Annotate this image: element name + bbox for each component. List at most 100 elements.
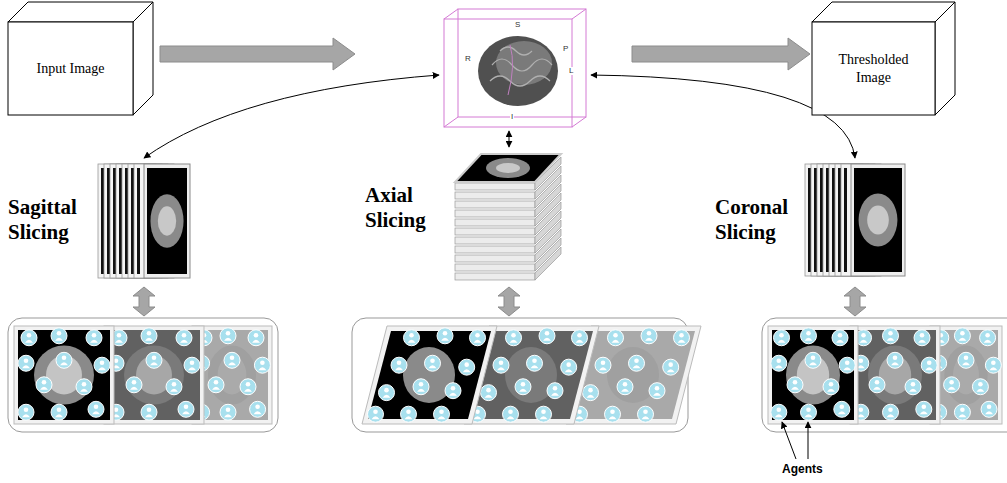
agent-circle xyxy=(561,359,577,375)
agent-body xyxy=(372,416,380,419)
agent-body xyxy=(775,365,783,368)
agent-icon xyxy=(914,330,930,346)
axis-letter: S xyxy=(514,21,521,29)
agent-circle xyxy=(220,328,236,344)
agent-head xyxy=(62,356,67,361)
agent-icon xyxy=(94,357,110,373)
agent-head xyxy=(985,333,990,338)
node-outline xyxy=(805,160,905,280)
agent-body xyxy=(836,340,844,343)
stack-label: Axial Slicing xyxy=(365,183,449,233)
agent-body xyxy=(791,387,799,390)
agent-body xyxy=(55,414,63,417)
agent-circle xyxy=(583,385,599,401)
agent-body xyxy=(633,365,641,368)
agent-head xyxy=(601,360,606,365)
agent-head xyxy=(541,409,546,414)
agent-head xyxy=(668,362,673,367)
agent-head xyxy=(373,409,378,414)
agent-body xyxy=(395,367,403,370)
slice-front xyxy=(144,164,190,278)
agent-body xyxy=(653,393,661,396)
agent-icon xyxy=(595,357,611,373)
agent-icon xyxy=(481,385,497,401)
agent-body xyxy=(463,369,471,372)
agent-circle xyxy=(638,406,654,422)
agent-body xyxy=(642,416,650,419)
node-outline xyxy=(98,160,190,282)
agent-body xyxy=(599,367,607,370)
agent-head xyxy=(960,407,965,412)
brain-section xyxy=(208,346,256,405)
agent-circle xyxy=(539,328,555,344)
agent-icon xyxy=(916,401,932,417)
agent-body xyxy=(130,387,138,390)
agent-body xyxy=(145,414,153,417)
agent-icon xyxy=(869,377,885,393)
agent-body xyxy=(212,387,220,390)
agent-head xyxy=(888,331,893,336)
agent-head xyxy=(132,380,137,385)
slice-plate-edge xyxy=(119,168,122,274)
agent-head xyxy=(92,333,97,338)
agent-body xyxy=(170,389,178,392)
agent-body xyxy=(612,340,620,343)
agent-icon xyxy=(493,357,509,373)
agent-body xyxy=(985,411,993,414)
agent-body xyxy=(252,340,260,343)
agent-body xyxy=(621,389,629,392)
agent-body xyxy=(809,362,817,365)
brain-gyri xyxy=(508,45,513,95)
agent-icon xyxy=(823,379,839,395)
agent-icon xyxy=(641,328,657,344)
agent-head xyxy=(190,360,195,365)
agent-body xyxy=(474,416,482,419)
agent-circle xyxy=(954,328,970,344)
agent-icon xyxy=(539,328,555,344)
agent-body xyxy=(449,393,457,396)
agent-head xyxy=(806,407,811,412)
agent-icon xyxy=(506,330,522,346)
agent-circle xyxy=(674,330,690,346)
slice-plate-edge xyxy=(844,168,847,272)
flow-arrow xyxy=(160,38,355,70)
agent-head xyxy=(184,405,189,410)
slice-frame xyxy=(930,326,1002,424)
agent-icon xyxy=(250,401,266,417)
slice-stack: Coronal Slicing xyxy=(805,160,905,280)
brain-section xyxy=(150,194,183,248)
stack-label: Sagittal Slicing xyxy=(8,195,92,245)
agent-icon xyxy=(649,383,665,399)
agent-icon xyxy=(771,404,787,420)
agent-body xyxy=(775,414,783,417)
cube-top xyxy=(8,2,153,22)
agent-body xyxy=(115,340,123,343)
slice-face xyxy=(147,168,187,274)
agent-icon xyxy=(459,359,475,375)
agent-head xyxy=(964,356,969,361)
agent-circle xyxy=(250,401,266,417)
agent-icon xyxy=(51,404,67,420)
agent-icon xyxy=(572,330,588,346)
agent-icon xyxy=(834,401,850,417)
agent-head xyxy=(254,333,259,338)
agent-body xyxy=(827,389,835,392)
slice-plate xyxy=(455,273,535,280)
agent-icon xyxy=(954,328,970,344)
slice-plate xyxy=(455,183,535,190)
image-cube: Thresholded Image xyxy=(812,22,935,115)
agent-body xyxy=(667,369,675,372)
agent-body xyxy=(565,369,573,372)
agent-head xyxy=(499,360,504,365)
agent-circle xyxy=(774,330,790,346)
box-label: Thresholded Image xyxy=(812,22,935,115)
agent-circle xyxy=(887,352,903,368)
mri-slice xyxy=(850,326,940,424)
agent-circle xyxy=(869,377,885,393)
brain-section xyxy=(496,163,520,173)
agent-circle xyxy=(126,377,142,393)
agent-head xyxy=(566,362,571,367)
agent-head xyxy=(806,331,811,336)
agent-body xyxy=(609,416,617,419)
